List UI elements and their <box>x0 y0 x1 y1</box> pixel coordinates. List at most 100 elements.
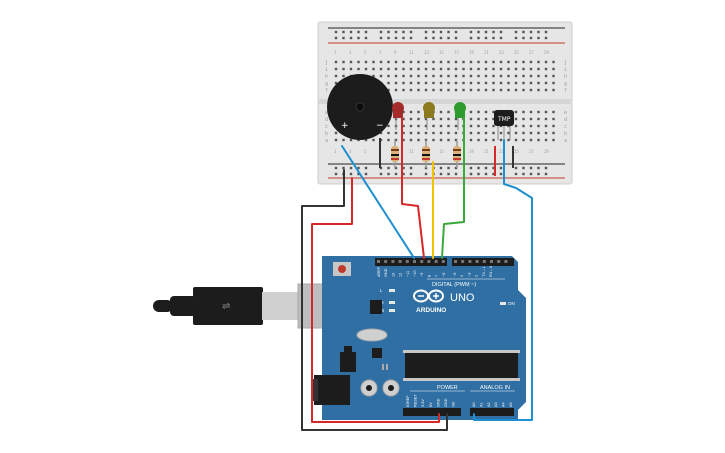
rail-hole[interactable] <box>484 166 488 170</box>
rail-hole[interactable] <box>424 30 428 34</box>
breadboard-hole[interactable] <box>364 138 368 142</box>
rail-hole[interactable] <box>342 36 345 40</box>
rail-hole[interactable] <box>499 30 503 34</box>
breadboard-hole[interactable] <box>439 81 443 85</box>
breadboard-hole[interactable] <box>439 110 443 114</box>
breadboard-hole[interactable] <box>484 117 488 121</box>
breadboard-hole[interactable] <box>522 138 525 142</box>
breadboard-hole[interactable] <box>492 110 495 114</box>
rail-hole[interactable] <box>439 172 443 176</box>
breadboard-hole[interactable] <box>454 67 458 71</box>
header-pin[interactable] <box>398 260 402 263</box>
breadboard-hole[interactable] <box>439 60 443 64</box>
breadboard-hole[interactable] <box>544 124 548 128</box>
rail-hole[interactable] <box>537 172 540 176</box>
rail-hole[interactable] <box>334 166 338 170</box>
breadboard-hole[interactable] <box>484 60 488 64</box>
breadboard-hole[interactable] <box>514 81 518 85</box>
rail-hole[interactable] <box>394 172 398 176</box>
breadboard-hole[interactable] <box>469 124 473 128</box>
breadboard-hole[interactable] <box>357 138 360 142</box>
breadboard-hole[interactable] <box>552 138 555 142</box>
temperature-sensor[interactable]: TMP <box>494 110 514 140</box>
breadboard-hole[interactable] <box>417 117 420 121</box>
breadboard-hole[interactable] <box>529 88 533 92</box>
breadboard-hole[interactable] <box>454 81 458 85</box>
rail-hole[interactable] <box>379 172 383 176</box>
breadboard-hole[interactable] <box>522 88 525 92</box>
piezo-buzzer[interactable]: + − <box>327 74 393 140</box>
reset-button-cap[interactable] <box>338 265 346 273</box>
rail-hole[interactable] <box>379 30 383 34</box>
header-pin[interactable] <box>461 260 465 263</box>
breadboard-hole[interactable] <box>424 88 428 92</box>
resistor-2[interactable] <box>422 140 430 168</box>
breadboard-hole[interactable] <box>537 124 540 128</box>
breadboard-hole[interactable] <box>492 131 495 135</box>
breadboard-hole[interactable] <box>379 131 383 135</box>
breadboard-hole[interactable] <box>537 88 540 92</box>
breadboard-hole[interactable] <box>424 67 428 71</box>
breadboard-hole[interactable] <box>334 67 338 71</box>
breadboard-hole[interactable] <box>477 67 480 71</box>
rail-hole[interactable] <box>522 30 525 34</box>
breadboard-hole[interactable] <box>537 138 540 142</box>
rail-hole[interactable] <box>544 30 548 34</box>
breadboard-hole[interactable] <box>447 60 450 64</box>
rail-hole[interactable] <box>492 172 495 176</box>
rail-hole[interactable] <box>514 30 518 34</box>
resistor-3[interactable] <box>453 140 461 168</box>
breadboard-hole[interactable] <box>432 124 435 128</box>
rail-hole[interactable] <box>477 172 480 176</box>
rail-hole[interactable] <box>514 36 518 40</box>
breadboard-hole[interactable] <box>439 138 443 142</box>
rail-hole[interactable] <box>387 36 390 40</box>
rail-hole[interactable] <box>529 36 533 40</box>
rail-hole[interactable] <box>357 166 360 170</box>
breadboard-hole[interactable] <box>544 81 548 85</box>
rail-hole[interactable] <box>402 172 405 176</box>
breadboard-hole[interactable] <box>432 67 435 71</box>
header-pin[interactable] <box>441 260 445 263</box>
breadboard-hole[interactable] <box>394 81 398 85</box>
breadboard-hole[interactable] <box>537 110 540 114</box>
breadboard-hole[interactable] <box>454 88 458 92</box>
breadboard-hole[interactable] <box>469 88 473 92</box>
rail-hole[interactable] <box>439 166 443 170</box>
rail-hole[interactable] <box>447 166 450 170</box>
breadboard-hole[interactable] <box>447 88 450 92</box>
breadboard-hole[interactable] <box>514 74 518 78</box>
breadboard-hole[interactable] <box>394 88 398 92</box>
breadboard-hole[interactable] <box>387 67 390 71</box>
breadboard-hole[interactable] <box>544 74 548 78</box>
breadboard-hole[interactable] <box>409 138 413 142</box>
breadboard-hole[interactable] <box>522 81 525 85</box>
rail-hole[interactable] <box>409 30 413 34</box>
breadboard-hole[interactable] <box>447 74 450 78</box>
breadboard-hole[interactable] <box>342 60 345 64</box>
breadboard-hole[interactable] <box>342 67 345 71</box>
breadboard-hole[interactable] <box>477 110 480 114</box>
breadboard-hole[interactable] <box>529 124 533 128</box>
rail-hole[interactable] <box>402 30 405 34</box>
breadboard-hole[interactable] <box>402 60 405 64</box>
breadboard-hole[interactable] <box>492 117 495 121</box>
breadboard-hole[interactable] <box>552 88 555 92</box>
breadboard-hole[interactable] <box>417 60 420 64</box>
led-yellow[interactable] <box>423 102 435 130</box>
breadboard-hole[interactable] <box>447 67 450 71</box>
breadboard-hole[interactable] <box>507 131 510 135</box>
breadboard-hole[interactable] <box>552 74 555 78</box>
breadboard-hole[interactable] <box>514 60 518 64</box>
rail-hole[interactable] <box>409 36 413 40</box>
breadboard-hole[interactable] <box>537 60 540 64</box>
breadboard-hole[interactable] <box>417 88 420 92</box>
header-pin[interactable] <box>475 260 479 263</box>
breadboard-hole[interactable] <box>529 74 533 78</box>
breadboard-hole[interactable] <box>484 67 488 71</box>
breadboard-hole[interactable] <box>372 67 375 71</box>
rail-hole[interactable] <box>357 36 360 40</box>
rail-hole[interactable] <box>477 36 480 40</box>
breadboard-hole[interactable] <box>499 81 503 85</box>
breadboard-hole[interactable] <box>552 131 555 135</box>
